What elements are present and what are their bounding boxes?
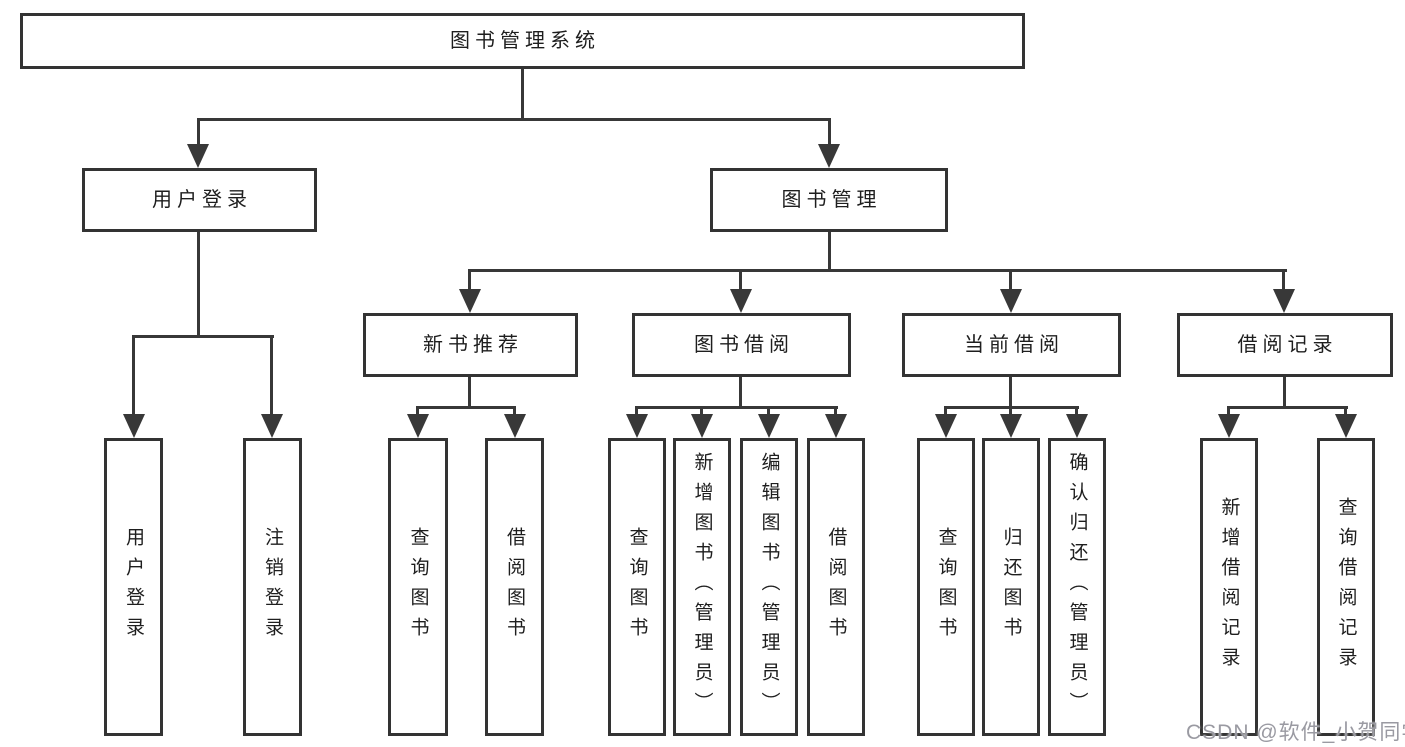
leaf-edit-book-admin: 编辑图书（管理员） (740, 438, 798, 736)
connector-drop-leaf (767, 406, 770, 418)
connector-bar (635, 406, 838, 409)
node-book-borrowing: 图书借阅 (632, 313, 851, 377)
connector-stub (468, 377, 471, 409)
connector-user-login-bar (132, 335, 274, 338)
connector-drop-leaf (1227, 406, 1230, 418)
connector-book-mgmt-stub (828, 232, 831, 272)
arrow-down-icon (407, 414, 429, 438)
connector-drop-book-mgmt (828, 118, 831, 146)
arrow-down-icon (261, 414, 283, 438)
arrow-down-icon (1218, 414, 1240, 438)
connector-level3-bar (468, 269, 1287, 272)
arrow-down-icon (691, 414, 713, 438)
arrow-down-icon (1000, 414, 1022, 438)
connector-drop-leaf (1009, 406, 1012, 418)
connector-level2-bar (197, 118, 831, 121)
leaf-add-borrow-record: 新增借阅记录 (1200, 438, 1258, 736)
connector-drop-leaf (1344, 406, 1347, 418)
connector-stub (1009, 377, 1012, 409)
node-user-login: 用户登录 (82, 168, 317, 232)
node-book-management: 图书管理 (710, 168, 948, 232)
leaf-query-books-current: 查询图书 (917, 438, 975, 736)
arrow-down-icon (626, 414, 648, 438)
node-library-system: 图书管理系统 (20, 13, 1025, 69)
connector-drop-leaf (513, 406, 516, 418)
connector-drop-borrow-records (1282, 269, 1285, 291)
arrow-down-icon (1000, 289, 1022, 313)
connector-bar (416, 406, 516, 409)
connector-drop-book-borrow (739, 269, 742, 291)
connector-drop-leaf (700, 406, 703, 418)
connector-drop-leaf (270, 335, 273, 417)
node-borrowing-records: 借阅记录 (1177, 313, 1393, 377)
arrow-down-icon (187, 144, 209, 168)
connector-drop-leaf (635, 406, 638, 418)
leaf-logout-login: 注销登录 (243, 438, 302, 736)
leaf-return-books: 归还图书 (982, 438, 1040, 736)
arrow-down-icon (1273, 289, 1295, 313)
connector-drop-leaf (834, 406, 837, 418)
arrow-down-icon (935, 414, 957, 438)
leaf-confirm-return-admin: 确认归还（管理员） (1048, 438, 1106, 736)
arrow-down-icon (730, 289, 752, 313)
connector-drop-leaf (416, 406, 419, 418)
connector-root-stub (521, 69, 524, 121)
arrow-down-icon (818, 144, 840, 168)
connector-stub (739, 377, 742, 409)
arrow-down-icon (459, 289, 481, 313)
connector-stub (1283, 377, 1286, 409)
connector-drop-leaf (132, 335, 135, 417)
leaf-user-login: 用户登录 (104, 438, 163, 736)
arrow-down-icon (123, 414, 145, 438)
leaf-query-borrow-record: 查询借阅记录 (1317, 438, 1375, 736)
arrow-down-icon (825, 414, 847, 438)
arrow-down-icon (1335, 414, 1357, 438)
leaf-query-books-borrow: 查询图书 (608, 438, 666, 736)
node-current-borrowing: 当前借阅 (902, 313, 1121, 377)
connector-drop-leaf (944, 406, 947, 418)
connector-drop-new-book (468, 269, 471, 291)
csdn-watermark: CSDN @软件_小贺同学 (1186, 721, 1405, 744)
arrow-down-icon (758, 414, 780, 438)
arrow-down-icon (1066, 414, 1088, 438)
connector-user-login-stub (197, 232, 200, 338)
arrow-down-icon (504, 414, 526, 438)
connector-drop-user-login (197, 118, 200, 146)
leaf-query-books-recommend: 查询图书 (388, 438, 448, 736)
node-new-book-recommend: 新书推荐 (363, 313, 578, 377)
connector-bar (1227, 406, 1348, 409)
leaf-borrow-books: 借阅图书 (807, 438, 865, 736)
connector-drop-current-borrow (1009, 269, 1012, 291)
leaf-borrow-books-recommend: 借阅图书 (485, 438, 544, 736)
connector-drop-leaf (1075, 406, 1078, 418)
leaf-add-book-admin: 新增图书（管理员） (673, 438, 731, 736)
